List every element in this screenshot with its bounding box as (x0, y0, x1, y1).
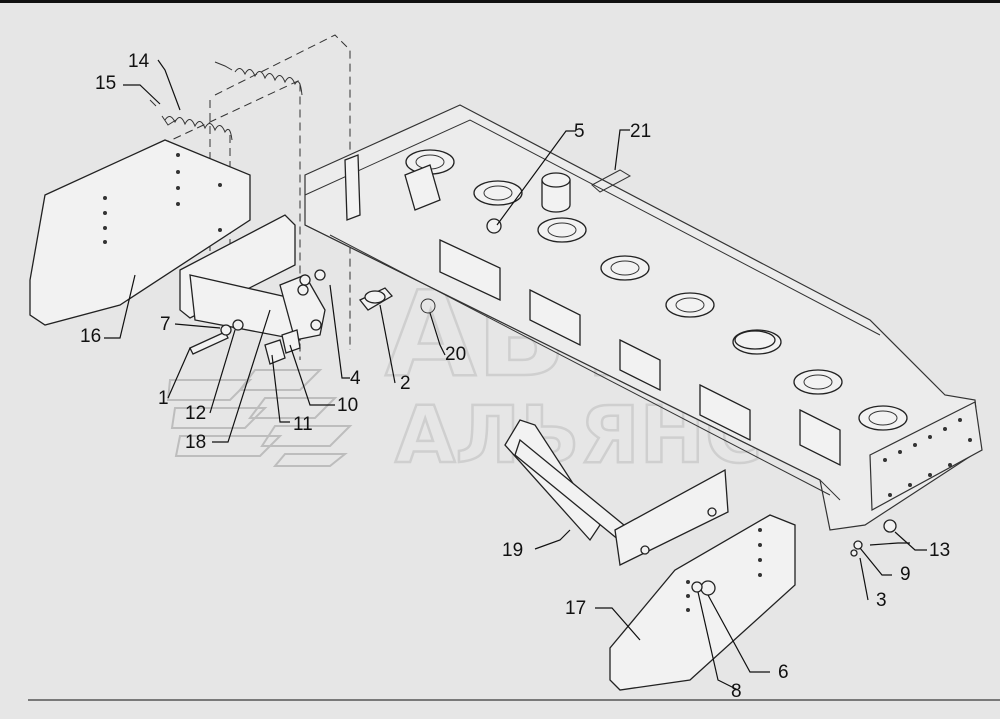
callout-17: 17 (565, 598, 586, 619)
callout-18: 18 (185, 432, 206, 453)
nut-5 (486, 218, 502, 234)
pin-2 (358, 287, 394, 311)
main-frame (304, 104, 983, 531)
callout-2: 2 (400, 373, 411, 394)
clip-20 (420, 298, 436, 314)
bolt-3 (850, 549, 858, 557)
arm-19 (504, 419, 729, 566)
nut-13 (883, 519, 897, 533)
callout-7: 7 (160, 314, 171, 335)
plate-16 (29, 139, 251, 326)
callout-19: 19 (502, 540, 523, 561)
callout-20: 20 (445, 344, 466, 365)
bolt-1 (189, 319, 244, 355)
callout-8: 8 (731, 681, 742, 702)
callout-labels: 14 15 16 7 1 12 18 11 10 4 2 20 5 21 19 … (80, 51, 950, 702)
bushing-11 (264, 339, 286, 365)
nut-6 (700, 580, 716, 596)
callout-3: 3 (876, 590, 887, 611)
bushing-10 (281, 329, 301, 354)
spring-upper (214, 61, 303, 96)
washer-9 (853, 540, 863, 550)
callout-1: 1 (158, 388, 169, 409)
pin-21 (591, 169, 632, 193)
callout-6: 6 (778, 662, 789, 683)
callout-14: 14 (128, 51, 150, 72)
callout-16: 16 (80, 326, 101, 347)
callout-5: 5 (574, 121, 585, 142)
callout-11: 11 (293, 414, 313, 435)
callout-4: 4 (350, 368, 361, 389)
spring-14 (149, 99, 233, 141)
leader-lines (104, 59, 927, 691)
callout-21: 21 (630, 121, 651, 142)
plate-17 (609, 514, 796, 691)
callout-12: 12 (185, 403, 206, 424)
callout-10: 10 (337, 395, 358, 416)
arm-18 (179, 214, 326, 341)
callout-9: 9 (900, 564, 911, 585)
washer-8 (691, 581, 703, 593)
callout-13: 13 (929, 540, 950, 561)
callout-15: 15 (95, 73, 116, 94)
